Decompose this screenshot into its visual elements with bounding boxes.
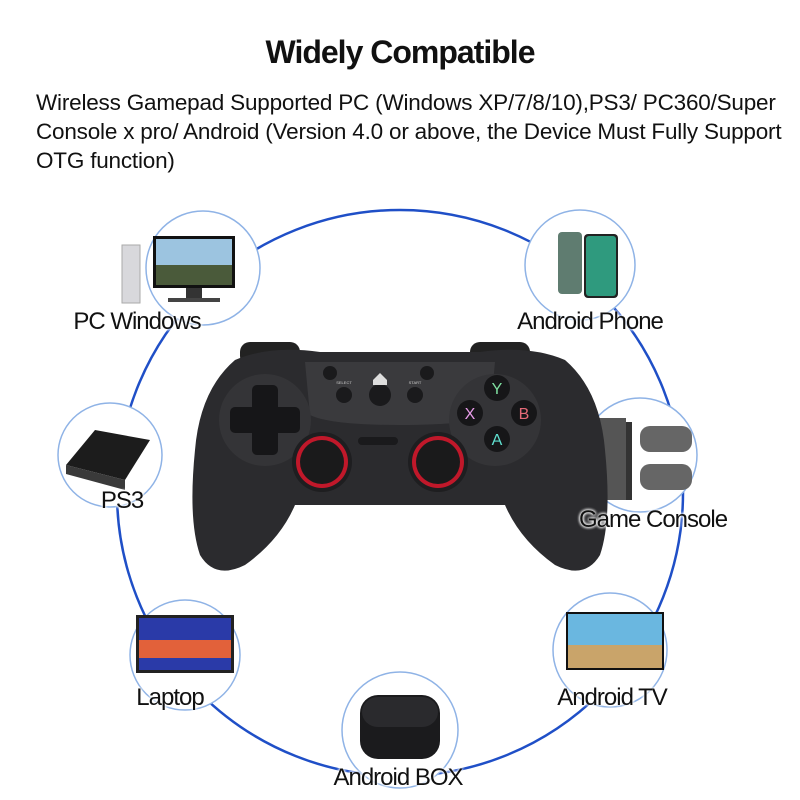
ps3-console-icon bbox=[57, 402, 163, 508]
device-label-game-console: Game Console bbox=[578, 506, 728, 533]
tv-box-icon bbox=[341, 671, 459, 789]
device-label-android-tv: Android TV bbox=[557, 684, 668, 711]
laptop-icon bbox=[129, 599, 241, 711]
gamepad-image: SELECT START Y X B A bbox=[192, 342, 608, 571]
page-title: Widely Compatible bbox=[265, 34, 536, 70]
start-button-label: START bbox=[409, 380, 422, 385]
select-button-label: SELECT bbox=[336, 380, 352, 385]
tv-icon bbox=[552, 592, 668, 708]
desktop-pc-icon bbox=[121, 210, 261, 326]
device-label-laptop: Laptop bbox=[136, 684, 204, 711]
device-label-android-phone: Android Phone bbox=[517, 308, 664, 335]
a-button: A bbox=[492, 432, 503, 449]
device-label-ps3: PS3 bbox=[100, 487, 144, 514]
smartphone-icon bbox=[524, 209, 636, 321]
device-label-android-box: Android BOX bbox=[333, 764, 463, 791]
y-button: Y bbox=[492, 381, 503, 398]
compatibility-description: Wireless Gamepad Supported PC (Windows X… bbox=[36, 90, 782, 173]
x-button: X bbox=[465, 406, 476, 423]
b-button: B bbox=[519, 406, 530, 423]
device-label-pc-windows: PC Windows bbox=[73, 308, 201, 335]
